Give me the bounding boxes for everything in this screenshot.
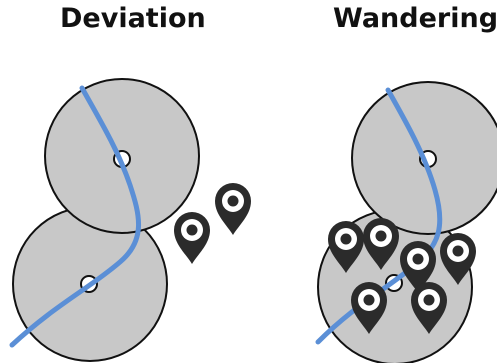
wandering-panel <box>315 81 497 363</box>
panel-title-wandering: Wandering <box>333 3 497 34</box>
deviation-panel <box>9 78 251 362</box>
map-pin-icon <box>174 212 210 264</box>
route-line <box>9 85 141 348</box>
map-pin-icon <box>215 183 251 235</box>
panel-title-deviation: Deviation <box>60 3 206 34</box>
